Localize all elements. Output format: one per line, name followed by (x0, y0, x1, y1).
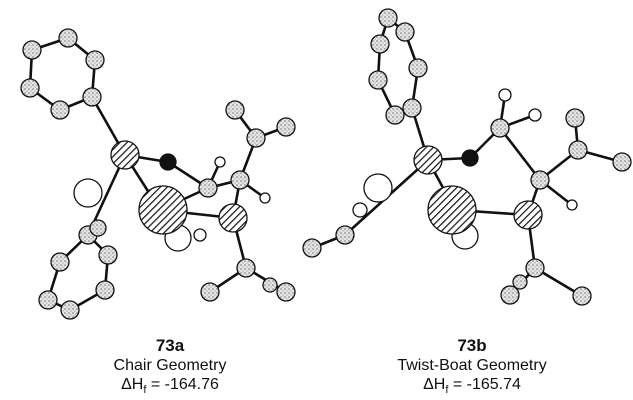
hydrogen-atom (363, 173, 393, 203)
carbon-atom (38, 290, 58, 310)
atoms (20, 28, 296, 320)
hf-subscript: f (445, 384, 449, 397)
hydrogen-atom (528, 108, 542, 122)
structure-73a-model (20, 28, 296, 320)
heavy-atom-large (138, 185, 188, 235)
carbon-atom (276, 282, 296, 302)
carbon-atom (385, 105, 405, 125)
carbon-atom (368, 70, 388, 90)
hf-value: = -164.76 (150, 376, 219, 393)
carbon-atom (572, 286, 592, 306)
geometry-label: Twist-Boat Geometry (397, 357, 547, 374)
heavy-atom (413, 145, 443, 175)
compound-id: 73b (457, 336, 487, 355)
hydrogen-atom (352, 202, 368, 218)
carbon-atom (525, 258, 545, 278)
hydrogen-atom (73, 178, 103, 208)
carbon-atom (198, 178, 218, 198)
oxygen-atom (159, 153, 177, 171)
heavy-atom (513, 200, 543, 230)
hydrogen-atom (193, 228, 207, 242)
geometry-label: Chair Geometry (113, 357, 227, 374)
carbon-atom (408, 58, 428, 78)
carbon-atom (200, 282, 220, 302)
carbon-atom (50, 100, 70, 120)
carbon-atom (230, 170, 250, 190)
hydrogen-atom (214, 156, 226, 168)
carbon-atom (262, 277, 278, 293)
carbon-atom (98, 245, 118, 265)
carbon-atom (22, 40, 42, 60)
heavy-atom-large (427, 185, 477, 235)
carbon-atom (302, 238, 322, 258)
carbon-atom (378, 8, 398, 28)
carbon-atom (89, 219, 107, 237)
heat-of-formation: ΔHf = -164.76 (60, 375, 280, 400)
hf-subscript: f (143, 384, 147, 397)
carbon-atom (512, 274, 528, 290)
oxygen-atom (461, 149, 479, 167)
carbon-atom (565, 108, 585, 128)
carbon-atom (85, 50, 105, 70)
hydrogen-atom (498, 88, 512, 102)
carbon-atom (58, 28, 78, 48)
hf-symbol: ΔH (423, 376, 446, 393)
carbon-atom (50, 252, 70, 272)
carbon-atom (490, 118, 510, 138)
carbon-atom (568, 140, 588, 160)
carbon-atom (530, 170, 550, 190)
carbon-atom (612, 152, 632, 172)
carbon-atom (82, 87, 102, 107)
atoms (302, 8, 632, 306)
hf-symbol: ΔH (121, 376, 144, 393)
carbon-atom (395, 22, 415, 42)
hydrogen-atom (566, 199, 578, 211)
carbon-atom (20, 78, 40, 98)
carbon-atom (95, 280, 115, 300)
caption-73a: 73a Chair Geometry ΔHf = -164.76 (60, 336, 280, 400)
carbon-atom (246, 128, 266, 148)
hf-value: = -165.74 (452, 376, 521, 393)
carbon-atom (500, 285, 520, 305)
carbon-atom (335, 225, 355, 245)
carbon-atom (276, 117, 296, 137)
carbon-atom (402, 98, 422, 118)
structure-73b-model (302, 8, 632, 306)
heat-of-formation: ΔHf = -165.74 (362, 375, 582, 400)
carbon-atom (225, 100, 245, 120)
heavy-atom (218, 203, 248, 233)
hydrogen-atom (259, 192, 271, 204)
compound-id: 73a (155, 336, 185, 355)
heavy-atom (110, 140, 140, 170)
caption-73b: 73b Twist-Boat Geometry ΔHf = -165.74 (362, 336, 582, 400)
carbon-atom (236, 258, 256, 278)
carbon-atom (370, 34, 390, 54)
carbon-atom (60, 300, 80, 320)
